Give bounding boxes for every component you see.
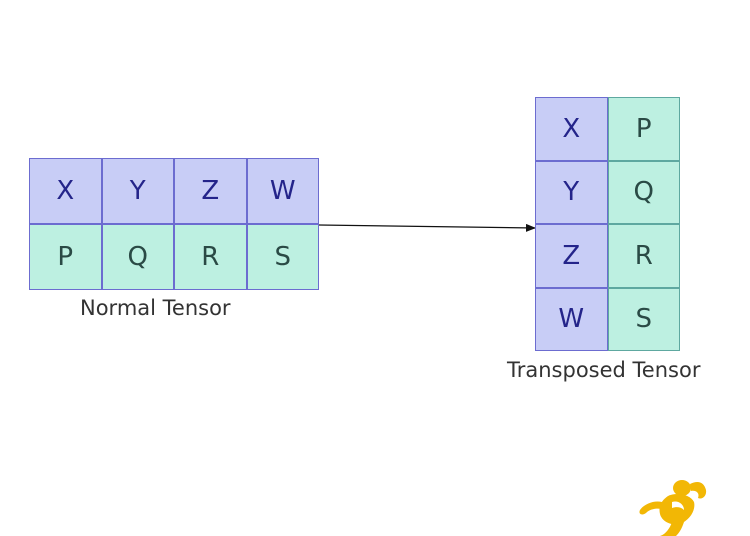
transposed-cell-3-0: W	[535, 287, 608, 351]
normal-cell-0-3: W	[246, 158, 319, 224]
arrow-line	[318, 223, 536, 232]
transposed-cell-1-1: Q	[607, 160, 680, 224]
normal-cell-1-0: P	[29, 224, 102, 290]
transposed-cell-0-0: X	[535, 97, 608, 161]
normal-cell-0-0: X	[29, 158, 102, 224]
transposed-tensor-grid: X P Y Q Z R W S	[535, 97, 680, 351]
normal-cell-1-1: Q	[101, 224, 174, 290]
yellow-figure-logo-icon	[639, 480, 707, 536]
transposed-cell-1-0: Y	[535, 160, 608, 224]
transposed-cell-2-0: Z	[535, 224, 608, 288]
transposed-cell-2-1: R	[607, 224, 680, 288]
normal-tensor-grid: X Y Z W P Q R S	[29, 158, 319, 290]
normal-cell-0-1: Y	[101, 158, 174, 224]
normal-cell-1-2: R	[174, 224, 247, 290]
transposed-tensor-label: Transposed Tensor	[507, 358, 701, 382]
transposed-cell-3-1: S	[607, 287, 680, 351]
transposed-cell-0-1: P	[607, 97, 680, 161]
normal-tensor-label: Normal Tensor	[80, 296, 231, 320]
normal-cell-1-3: S	[246, 224, 319, 290]
normal-cell-0-2: Z	[174, 158, 247, 224]
